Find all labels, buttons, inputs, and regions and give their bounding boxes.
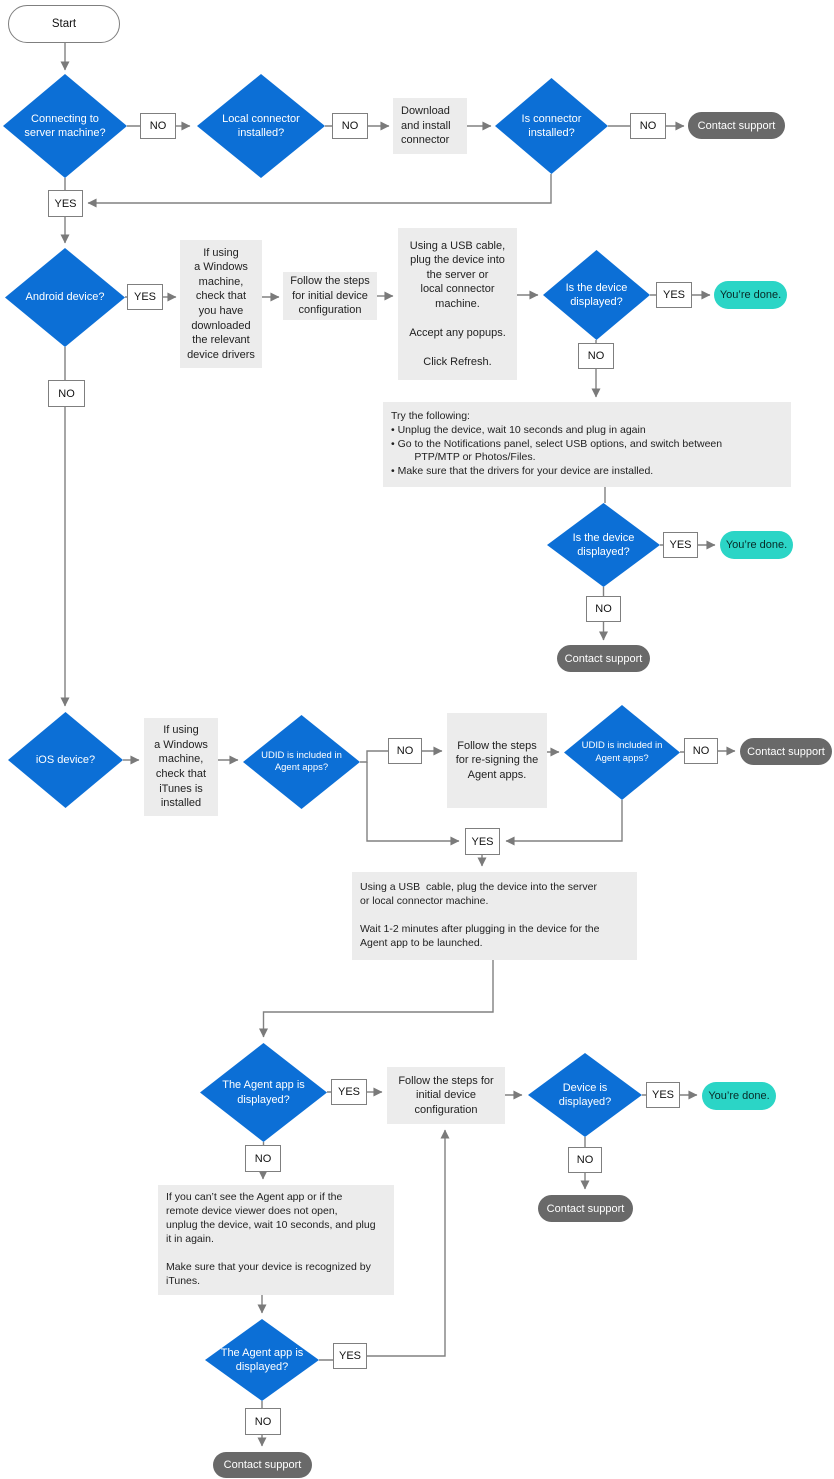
pill-youre-done: You’re done. bbox=[720, 531, 793, 559]
start-terminator: Start bbox=[8, 5, 120, 43]
label-no: NO bbox=[332, 113, 368, 139]
process-cant-see-agent: If you can’t see the Agent app or if the… bbox=[158, 1185, 394, 1295]
process-check-itunes: If using a Windows machine, check that i… bbox=[144, 718, 218, 816]
process-usb-plug-android: Using a USB cable, plug the device into … bbox=[398, 228, 517, 380]
process-try-following: Try the following: • Unplug the device, … bbox=[383, 402, 791, 487]
label-no: NO bbox=[630, 113, 666, 139]
label-no: NO bbox=[48, 380, 85, 407]
pill-contact-support: Contact support bbox=[557, 645, 650, 672]
label-no: NO bbox=[586, 596, 621, 622]
pill-youre-done: You’re done. bbox=[714, 281, 787, 309]
label-no: NO bbox=[684, 738, 718, 764]
process-initial-config-steps-2: Follow the steps for initial device conf… bbox=[387, 1067, 505, 1124]
pill-youre-done: You’re done. bbox=[702, 1082, 776, 1110]
process-resign-steps: Follow the steps for re-signing the Agen… bbox=[447, 713, 547, 808]
label-yes: YES bbox=[127, 284, 163, 310]
label-yes: YES bbox=[656, 282, 692, 308]
label-yes: YES bbox=[646, 1082, 680, 1108]
label-no: NO bbox=[245, 1145, 281, 1172]
pill-contact-support: Contact support bbox=[213, 1452, 312, 1478]
label-no: NO bbox=[245, 1408, 281, 1435]
label-yes: YES bbox=[333, 1343, 367, 1369]
label-no: NO bbox=[388, 738, 422, 764]
process-check-device-drivers: If using a Windows machine, check that y… bbox=[180, 240, 262, 368]
process-usb-plug-ios: Using a USB cable, plug the device into … bbox=[352, 872, 637, 960]
process-download-install-connector: Download and install connector bbox=[393, 98, 467, 154]
label-no: NO bbox=[568, 1147, 602, 1173]
label-yes: YES bbox=[48, 190, 83, 217]
label-yes: YES bbox=[663, 532, 698, 558]
label-yes: YES bbox=[465, 828, 500, 855]
process-initial-config-steps: Follow the steps for initial device conf… bbox=[283, 272, 377, 320]
pill-contact-support: Contact support bbox=[538, 1195, 633, 1222]
label-yes: YES bbox=[331, 1079, 367, 1105]
pill-contact-support: Contact support bbox=[688, 112, 785, 139]
label-no: NO bbox=[578, 343, 614, 369]
label-no: NO bbox=[140, 113, 176, 139]
pill-contact-support: Contact support bbox=[740, 738, 832, 765]
